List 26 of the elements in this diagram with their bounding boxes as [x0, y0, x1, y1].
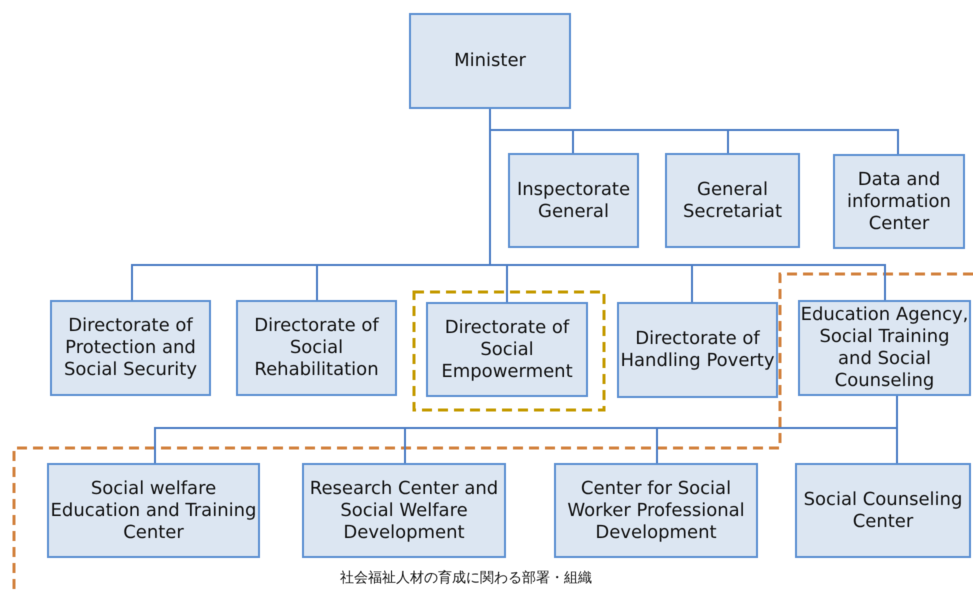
unit-name: Inspectorate General [516, 178, 632, 222]
org-unit-box [665, 153, 800, 248]
unit-name: Social Counseling Center [802, 488, 964, 532]
unit-name: Directorate of Handling Poverty [619, 328, 776, 372]
unit-name: Directorate of Social Empowerment [440, 316, 574, 382]
org-unit-box [554, 463, 758, 558]
unit-name: Directorate of Protection and Social Security [62, 315, 198, 381]
region-caption: 社会福祉人材の育成に関わる部署・組織 [340, 569, 592, 587]
unit-name: Education Agency, Social Training and Social Counseling [800, 304, 969, 392]
org-unit-box [426, 302, 588, 397]
org-unit-box [236, 300, 397, 396]
unit-name: Minister [454, 50, 526, 72]
unit-name: Directorate of Social Rehabilitation [253, 315, 380, 381]
org-unit-box [302, 463, 506, 558]
unit-name: Research Center and Social Welfare Development [308, 478, 500, 544]
org-unit-box [409, 13, 571, 109]
unit-name: Center for Social Worker Professional Development [566, 478, 746, 544]
unit-name: Data and information Center [846, 168, 952, 234]
unit-name: Social welfare Education and Training Center [50, 478, 258, 544]
org-unit-box [795, 463, 971, 558]
unit-name: General Secretariat [682, 178, 784, 222]
org-unit-box [508, 153, 639, 248]
org-unit-box [50, 300, 211, 396]
org-unit-box [833, 154, 965, 249]
org-unit-box [617, 302, 778, 398]
org-unit-box [47, 463, 260, 558]
